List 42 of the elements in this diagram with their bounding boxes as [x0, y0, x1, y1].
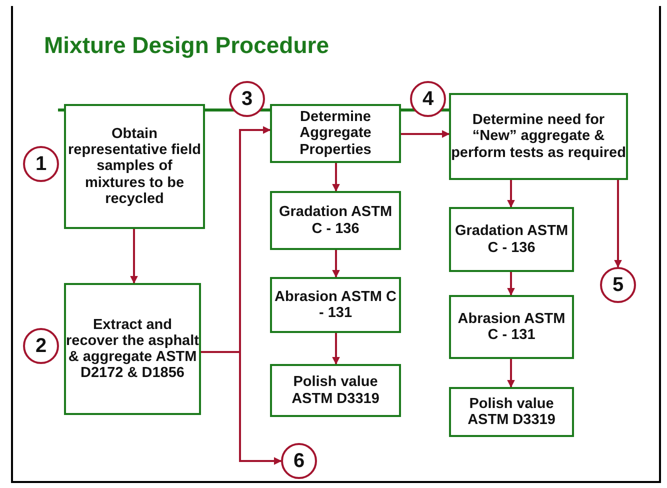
process-box [449, 387, 574, 437]
step-number-circle [281, 443, 317, 479]
step-text: Abrasion ASTM C - 131 [274, 288, 398, 322]
step-number: 2 [35, 336, 47, 356]
arrow [614, 180, 622, 268]
step-text: Gradation ASTM C - 136 [278, 204, 394, 237]
arrow [332, 250, 340, 278]
process-box [449, 295, 574, 359]
title: Mixture Design Procedure [44, 32, 330, 59]
step-text: Polish value ASTM D3319 [466, 396, 556, 428]
process-box [64, 104, 205, 229]
step-number-circle [23, 328, 59, 364]
step-text: Extract and recover the asphalt & aggregate ASTM D2172 & D1856 [66, 316, 199, 382]
step-number: 3 [241, 89, 253, 109]
step-text: Obtain representative field samples of mixtures to be recycled [67, 126, 202, 208]
step-number-circle [600, 267, 636, 303]
step-text: Determine need for “New” aggregate & perform tests as required [451, 112, 626, 161]
step-number: 4 [422, 89, 434, 109]
step-number: 6 [293, 451, 305, 471]
step-number-circle [23, 146, 59, 182]
process-box [449, 207, 574, 272]
step-text: Gradation ASTM C - 136 [454, 223, 570, 256]
process-box [270, 191, 401, 250]
arrow [332, 163, 340, 192]
step-text: Polish value ASTM D3319 [290, 374, 380, 407]
process-box [270, 364, 401, 417]
arrow [507, 180, 515, 208]
process-box [64, 283, 201, 415]
step-number-circle [229, 81, 265, 117]
arrow [507, 272, 515, 296]
step-number: 1 [35, 154, 47, 174]
arrow [332, 333, 340, 365]
step-number-circle [410, 81, 446, 117]
process-box [270, 104, 401, 163]
arrow [401, 130, 450, 138]
process-box [449, 93, 628, 180]
process-box [270, 277, 401, 333]
step-number: 5 [612, 275, 624, 295]
step-text: Abrasion ASTM C - 131 [456, 310, 566, 344]
arrow [130, 229, 138, 284]
arrow [507, 359, 515, 388]
step-text: Determine Aggregate Properties [298, 109, 372, 158]
